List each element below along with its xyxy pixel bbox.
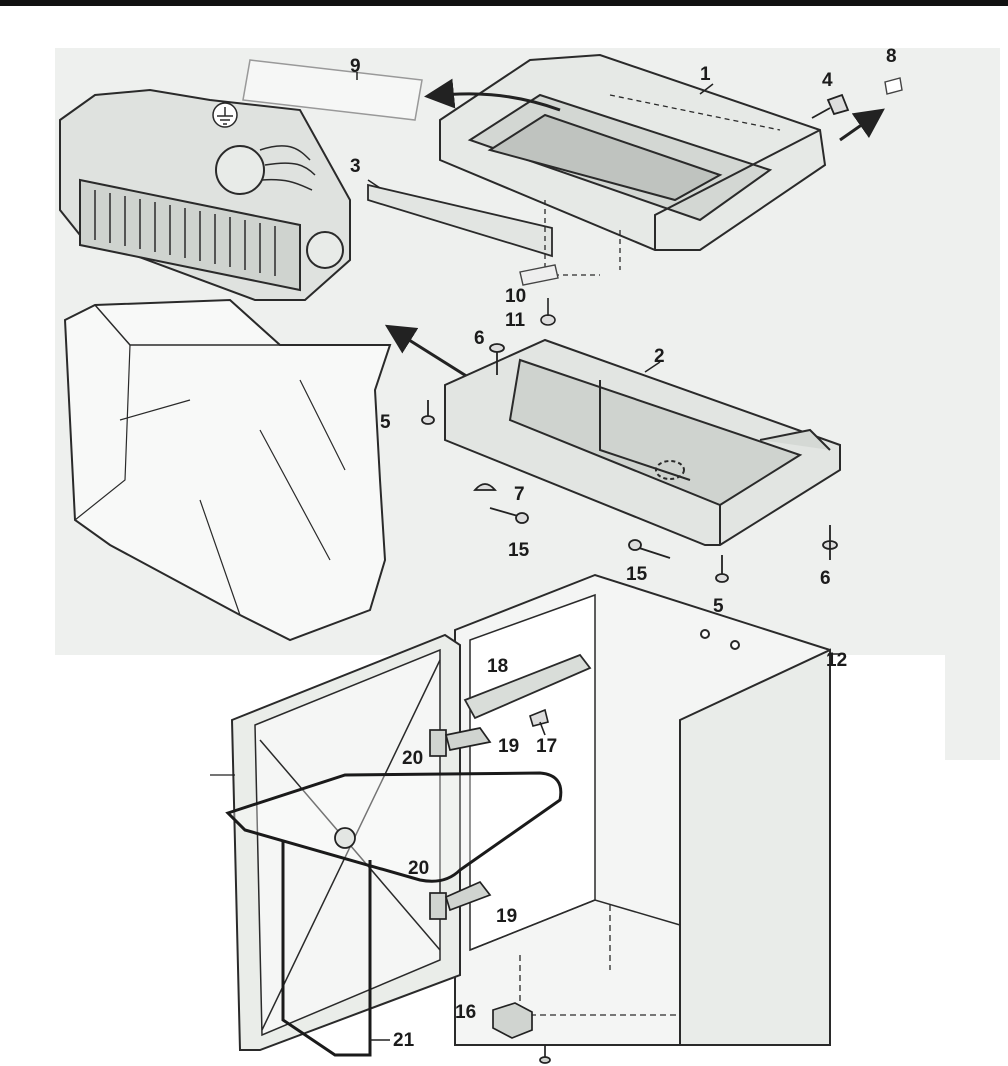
label-part-5-left: 5 <box>380 412 391 433</box>
label-part-12: 12 <box>826 650 847 671</box>
part-15-screw-left <box>489 507 529 524</box>
part-19-hinge-plate-upper <box>444 727 492 751</box>
part-6-screw-left <box>489 343 505 375</box>
label-part-10: 10 <box>505 286 526 307</box>
label-part-4: 4 <box>822 70 833 91</box>
label-part-6-left: 6 <box>474 328 485 349</box>
part-20-hinge-upper <box>429 729 447 757</box>
part-10-plate <box>519 264 559 286</box>
label-part-2: 2 <box>654 346 665 367</box>
part-16-bracket <box>492 1002 551 1064</box>
label-part-16: 16 <box>455 1002 476 1023</box>
door-center-knob <box>334 827 356 849</box>
part-17-screw <box>529 708 549 736</box>
part-5-screw-right <box>715 555 729 583</box>
part-20-hinge-lower <box>429 892 447 920</box>
label-part-5-right: 5 <box>713 596 724 617</box>
top-border-rule <box>0 0 1008 6</box>
part-2-chassis <box>444 338 841 546</box>
label-part-15-right: 15 <box>626 564 648 585</box>
part-21-bag-frame <box>225 771 563 1057</box>
label-part-3: 3 <box>350 156 361 177</box>
part-4-screw <box>811 93 850 119</box>
part-15-screw-right <box>628 539 671 559</box>
label-part-15-left: 15 <box>508 540 530 561</box>
part-3-guide <box>367 183 553 258</box>
label-part-20-upper: 20 <box>402 748 423 769</box>
label-part-19-upper: 19 <box>498 736 519 757</box>
part-7-foot <box>473 483 497 491</box>
part-11-screw <box>540 298 556 326</box>
waste-bag <box>63 298 392 642</box>
part-19-hinge-plate-lower <box>444 880 492 912</box>
label-part-18: 18 <box>487 656 508 677</box>
label-part-9: 9 <box>350 56 361 77</box>
label-part-11: 11 <box>505 310 526 331</box>
part-5-screw-left <box>421 400 435 425</box>
ground-symbol-icon <box>217 107 233 125</box>
label-part-1: 1 <box>700 64 711 85</box>
part-6-screw-right <box>822 525 838 560</box>
cutting-unit <box>59 88 351 301</box>
label-part-7: 7 <box>514 484 525 505</box>
part-8-label <box>884 77 903 95</box>
part-12-cabinet <box>454 573 831 1046</box>
label-part-19-lower: 19 <box>496 906 517 927</box>
part-9-strip <box>242 59 423 121</box>
label-part-17: 17 <box>536 736 557 757</box>
label-part-8: 8 <box>886 46 897 67</box>
label-part-20-lower: 20 <box>408 858 429 879</box>
label-part-6-right: 6 <box>820 568 831 589</box>
part-18-rail <box>463 653 592 720</box>
label-part-21: 21 <box>393 1030 415 1051</box>
